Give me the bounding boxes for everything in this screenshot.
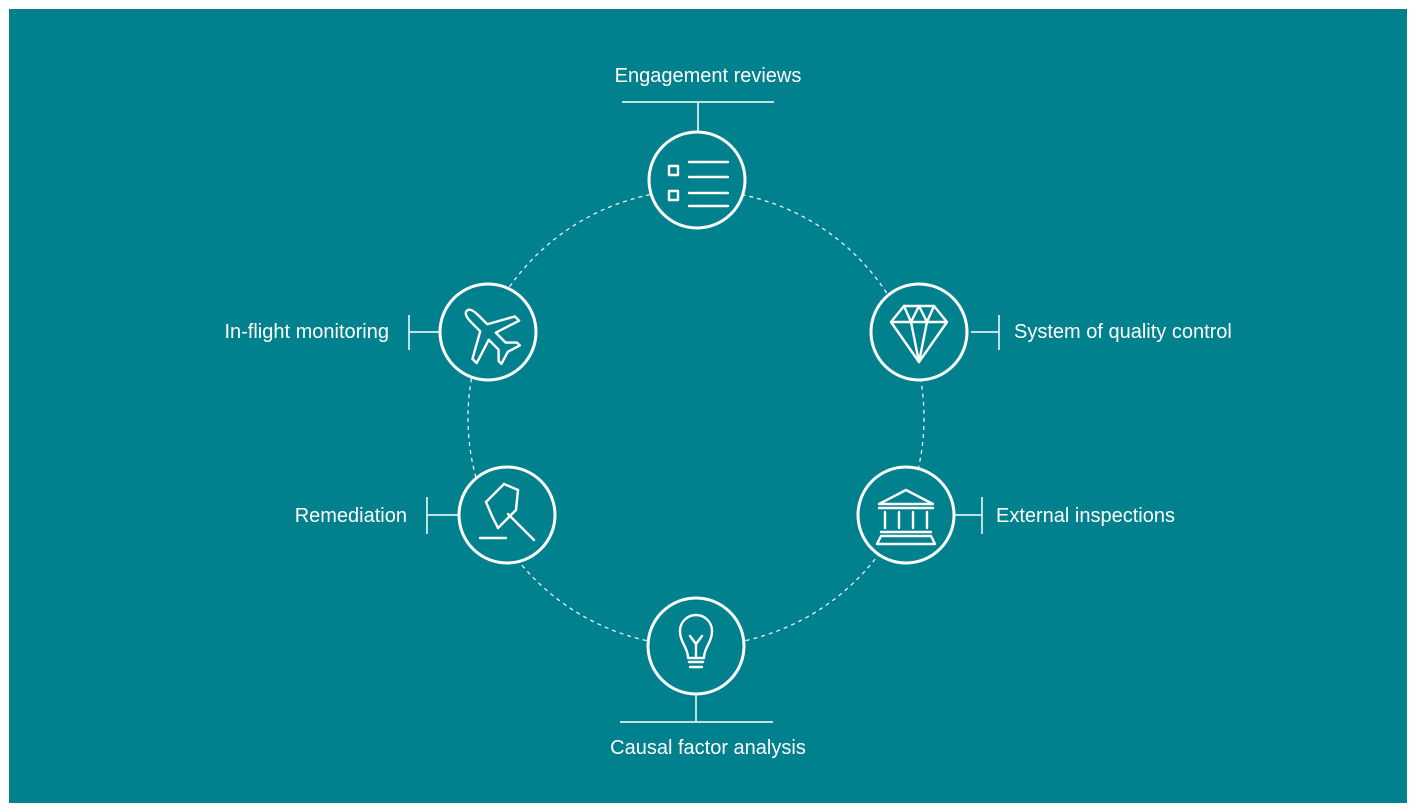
lightbulb-icon xyxy=(678,613,714,669)
node-external xyxy=(856,465,956,565)
checklist-icon xyxy=(667,160,730,208)
diamond-icon xyxy=(889,304,949,364)
connector-system xyxy=(971,315,1000,350)
label-external-inspections: External inspections xyxy=(996,505,1175,527)
label-remediation: Remediation xyxy=(294,505,407,527)
label-causal-factor-analysis: Causal factor analysis xyxy=(610,737,806,759)
connector-external xyxy=(954,497,983,534)
label-system-of-quality-control: System of quality control xyxy=(1014,321,1232,343)
institution-icon xyxy=(875,488,937,546)
label-engagement-reviews: Engagement reviews xyxy=(614,65,802,87)
cycle-ring xyxy=(467,189,925,647)
node-inflight xyxy=(438,282,538,382)
node-system xyxy=(869,282,969,382)
node-engagement xyxy=(647,130,747,230)
airplane-icon xyxy=(464,308,522,366)
node-remediation xyxy=(457,465,557,565)
connector-engagement xyxy=(622,101,774,131)
connector-remediation xyxy=(426,497,459,534)
label-in-flight-monitoring: In-flight monitoring xyxy=(224,321,389,343)
connector-inflight xyxy=(408,315,441,350)
gavel-icon xyxy=(478,482,536,542)
connector-causal xyxy=(620,694,773,723)
